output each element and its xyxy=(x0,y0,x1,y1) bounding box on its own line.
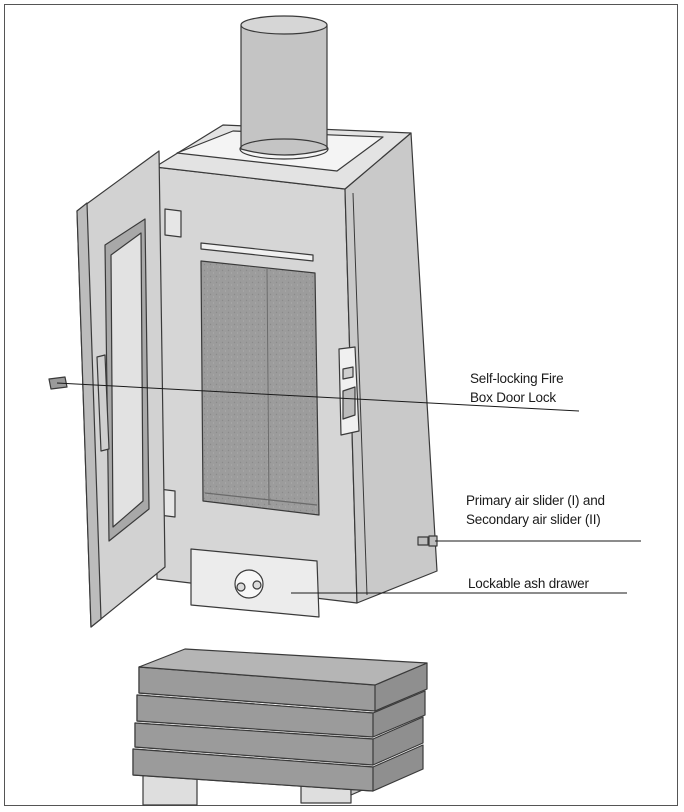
flue-pipe xyxy=(240,24,328,156)
air-slider-knob xyxy=(417,535,438,547)
label-air-slider: Primary air slider (I) and Secondary air… xyxy=(466,493,605,527)
leader-door-lock xyxy=(56,382,580,412)
stove-base xyxy=(132,648,428,792)
diagram-frame xyxy=(4,4,678,806)
label-door-lock: Self-locking Fire Box Door Lock xyxy=(470,371,564,405)
firebox-window xyxy=(200,260,320,516)
top-air-slot xyxy=(200,242,314,262)
stove-illustration xyxy=(48,15,641,806)
label-ash-drawer: Lockable ash drawer xyxy=(468,576,589,591)
